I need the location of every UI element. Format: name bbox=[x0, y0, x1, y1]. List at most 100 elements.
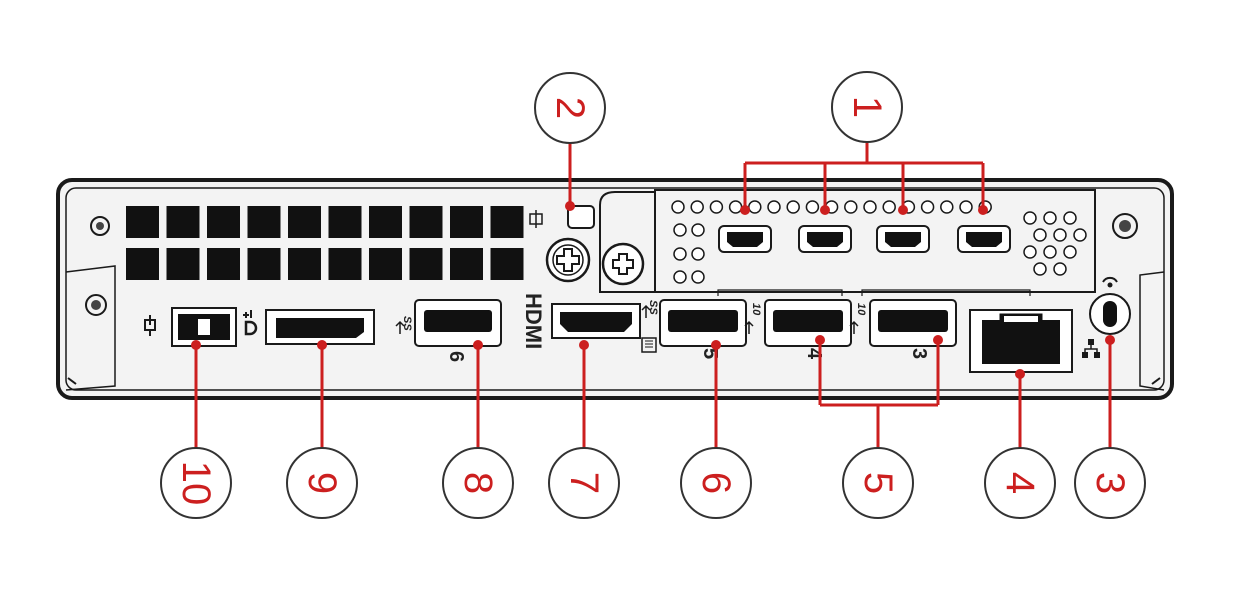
bracket-hole bbox=[1063, 245, 1077, 259]
ethernet-icon bbox=[1082, 339, 1100, 358]
svg-text:2: 2 bbox=[548, 97, 592, 119]
hdmi-port bbox=[551, 303, 641, 339]
bracket-hole bbox=[959, 200, 973, 214]
vent-slot bbox=[328, 248, 362, 280]
callout-leaders bbox=[194, 142, 1112, 448]
mount-hole-icon bbox=[1112, 213, 1138, 239]
bracket-hole bbox=[767, 200, 781, 214]
vent-slot bbox=[288, 248, 321, 280]
vent-slot bbox=[490, 206, 524, 238]
usb-icon: 10 bbox=[744, 303, 762, 334]
ethernet-port bbox=[969, 309, 1073, 373]
vent-slot bbox=[207, 248, 240, 280]
bracket-hole bbox=[691, 247, 705, 261]
mini-displayport-2 bbox=[798, 225, 852, 253]
mini-displayport-1 bbox=[718, 225, 772, 253]
svg-text:7: 7 bbox=[562, 472, 606, 494]
expansion-bracket bbox=[599, 189, 1096, 293]
vent-slot bbox=[328, 206, 362, 238]
mount-hole-icon bbox=[85, 294, 107, 316]
bracket-hole bbox=[748, 200, 762, 214]
svg-text:SS: SS bbox=[401, 316, 413, 331]
vent-slot bbox=[369, 206, 402, 238]
svg-text:4: 4 bbox=[998, 472, 1042, 494]
usb-port-3-label: 3 bbox=[908, 348, 930, 359]
bracket-hole bbox=[1053, 228, 1067, 242]
bracket-hole bbox=[920, 200, 935, 214]
vent-grille bbox=[126, 206, 524, 280]
bracket-hole bbox=[1023, 211, 1037, 225]
svg-text:10: 10 bbox=[855, 303, 867, 316]
svg-text:10: 10 bbox=[750, 303, 762, 316]
usb-port-6 bbox=[414, 299, 502, 347]
vent-slot bbox=[490, 248, 524, 280]
mini-displayport-3 bbox=[876, 225, 930, 253]
usb-port-6-label: 6 bbox=[445, 351, 467, 362]
bracket-hole bbox=[673, 247, 687, 261]
usb-port-4 bbox=[764, 299, 852, 347]
callout-10: 10 bbox=[160, 447, 232, 519]
callout-2: 2 bbox=[534, 72, 606, 144]
bracket-hole bbox=[690, 200, 704, 214]
power-switch bbox=[171, 307, 237, 347]
usb-port-4-label: 4 bbox=[803, 348, 825, 360]
vent-slot bbox=[288, 206, 321, 238]
svg-text:9: 9 bbox=[300, 472, 344, 494]
svg-text:SS: SS bbox=[647, 300, 659, 315]
vent-slot bbox=[126, 206, 159, 238]
vent-slot bbox=[126, 248, 159, 280]
dc-power-icon bbox=[529, 205, 595, 229]
power-plug-icon bbox=[144, 315, 156, 336]
usb-port-5 bbox=[659, 299, 747, 347]
bracket-hole bbox=[1073, 228, 1087, 242]
bracket-hole bbox=[844, 200, 858, 214]
bracket-hole bbox=[786, 200, 800, 214]
bracket-hole bbox=[671, 200, 685, 214]
hdmi-icon: HDMI bbox=[521, 293, 546, 349]
displayport-icon bbox=[243, 310, 258, 336]
svg-text:6: 6 bbox=[694, 472, 738, 494]
callout-3: 3 bbox=[1074, 447, 1146, 519]
svg-text:8: 8 bbox=[456, 472, 500, 494]
screw-icon bbox=[601, 242, 645, 286]
display-icon bbox=[641, 337, 657, 353]
bracket-hole bbox=[1063, 211, 1077, 225]
callout-7: 7 bbox=[548, 447, 620, 519]
svg-text:10: 10 bbox=[174, 461, 218, 506]
vent-slot bbox=[166, 206, 200, 238]
mini-displayport-4 bbox=[957, 225, 1011, 253]
usb-port-3 bbox=[869, 299, 957, 347]
callout-5: 5 bbox=[842, 447, 914, 519]
usb-icon: SS bbox=[395, 316, 413, 334]
vent-slot bbox=[409, 248, 443, 280]
screw-icon bbox=[545, 237, 591, 283]
bracket-hole bbox=[691, 223, 705, 237]
vent-slot bbox=[450, 206, 483, 238]
svg-text:5: 5 bbox=[856, 472, 900, 494]
callout-6: 6 bbox=[680, 447, 752, 519]
bracket-hole bbox=[1023, 245, 1037, 259]
bracket-hole bbox=[728, 200, 743, 214]
bracket-hole bbox=[1033, 228, 1047, 242]
displayport-port bbox=[265, 309, 375, 345]
bracket-hole bbox=[1033, 262, 1047, 276]
mount-hole-icon bbox=[90, 216, 110, 236]
vent-slot bbox=[409, 206, 443, 238]
bracket-hole bbox=[805, 200, 820, 214]
callout-8: 8 bbox=[442, 447, 514, 519]
vent-slot bbox=[450, 248, 483, 280]
bracket-hole bbox=[673, 270, 687, 284]
bracket-hole bbox=[1043, 245, 1057, 259]
callout-dots bbox=[191, 201, 1115, 379]
bracket-hole bbox=[863, 200, 877, 214]
vent-slot bbox=[166, 248, 200, 280]
usb-port-5-label: 5 bbox=[699, 348, 721, 359]
bracket-hole bbox=[1043, 211, 1057, 225]
callout-1: 1 bbox=[831, 71, 903, 143]
bracket-hole bbox=[1053, 262, 1067, 276]
vent-slot bbox=[369, 248, 402, 280]
svg-text:1: 1 bbox=[845, 96, 889, 118]
svg-text:HDMI: HDMI bbox=[521, 293, 546, 349]
bracket-hole bbox=[691, 270, 705, 284]
